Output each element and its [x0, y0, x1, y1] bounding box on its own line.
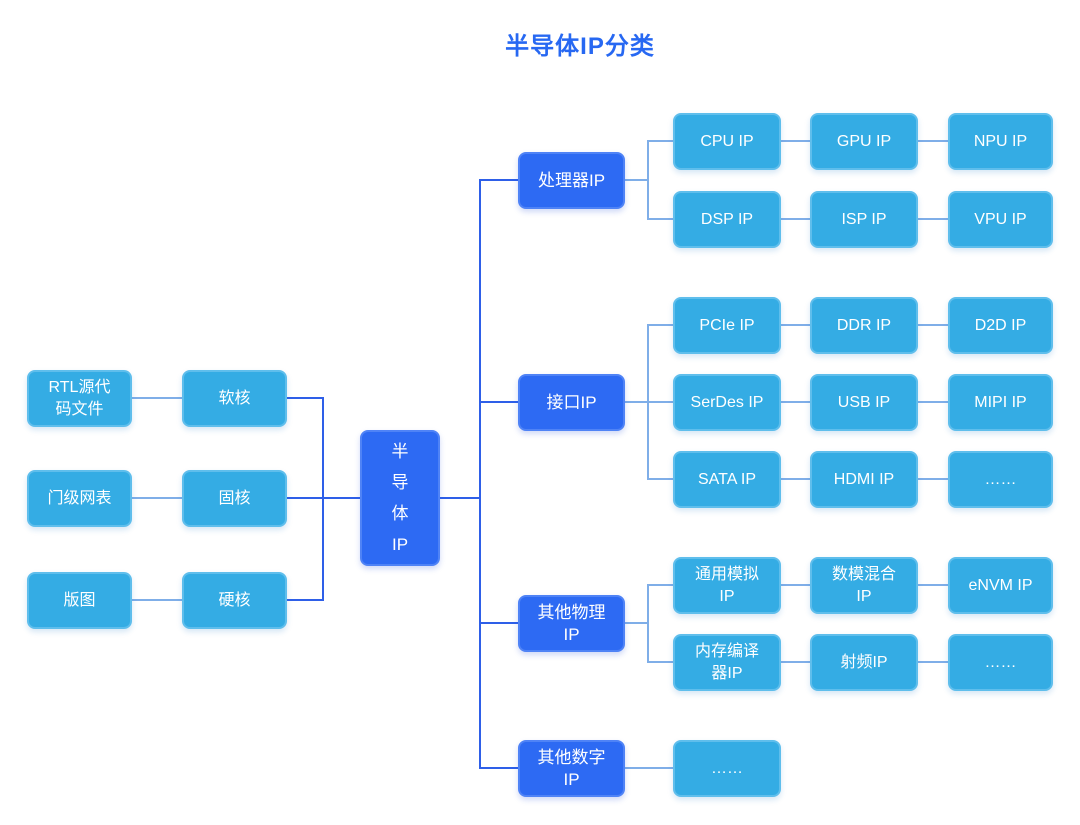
node-semiconductor-ip-root: 半 导 体 IP — [360, 430, 440, 566]
connector-line — [287, 599, 324, 601]
connector-line — [781, 140, 810, 142]
connector-line — [781, 661, 810, 663]
node-pcie-ip: PCIe IP — [673, 297, 781, 354]
diagram-title: 半导体IP分类 — [505, 33, 655, 60]
connector-line — [479, 401, 518, 403]
node-rtl-source-file: RTL源代 码文件 — [27, 370, 132, 427]
connector-line — [648, 661, 673, 663]
node-isp-ip: ISP IP — [810, 191, 918, 248]
connector-line — [918, 478, 948, 480]
node-mipi-ip: MIPI IP — [948, 374, 1053, 431]
connector-line — [479, 179, 518, 181]
connector-line — [647, 324, 649, 480]
connector-line — [322, 397, 324, 601]
connector-line — [648, 584, 673, 586]
connector-line — [625, 179, 648, 181]
node-sata-ip: SATA IP — [673, 451, 781, 508]
node-cpu-ip: CPU IP — [673, 113, 781, 170]
node-layout: 版图 — [27, 572, 132, 629]
node-rf-ip: 射频IP — [810, 634, 918, 691]
connector-line — [648, 218, 673, 220]
connector-line — [287, 397, 324, 399]
connector-line — [918, 140, 948, 142]
connector-line — [625, 401, 673, 403]
node-physical-more: …… — [948, 634, 1053, 691]
connector-line — [781, 478, 810, 480]
connector-line — [440, 497, 480, 499]
node-usb-ip: USB IP — [810, 374, 918, 431]
node-ddr-ip: DDR IP — [810, 297, 918, 354]
node-hdmi-ip: HDMI IP — [810, 451, 918, 508]
connector-line — [132, 497, 182, 499]
node-interface-ip: 接口IP — [518, 374, 625, 431]
connector-line — [781, 218, 810, 220]
connector-line — [287, 497, 362, 499]
connector-line — [918, 218, 948, 220]
node-d2d-ip: D2D IP — [948, 297, 1053, 354]
node-gate-netlist: 门级网表 — [27, 470, 132, 527]
connector-line — [625, 767, 673, 769]
connector-line — [918, 324, 948, 326]
node-soft-core: 软核 — [182, 370, 287, 427]
node-hard-core: 硬核 — [182, 572, 287, 629]
node-memory-compiler-ip: 内存编译 器IP — [673, 634, 781, 691]
connector-line — [781, 401, 810, 403]
node-other-digital-ip: 其他数字 IP — [518, 740, 625, 797]
node-mixed-signal-ip: 数模混合 IP — [810, 557, 918, 614]
connector-line — [132, 397, 182, 399]
connector-line — [132, 599, 182, 601]
node-digital-more: …… — [673, 740, 781, 797]
node-serdes-ip: SerDes IP — [673, 374, 781, 431]
node-general-analog-ip: 通用模拟 IP — [673, 557, 781, 614]
node-vpu-ip: VPU IP — [948, 191, 1053, 248]
node-npu-ip: NPU IP — [948, 113, 1053, 170]
connector-line — [781, 584, 810, 586]
connector-line — [625, 622, 648, 624]
connector-line — [918, 584, 948, 586]
connector-line — [918, 661, 948, 663]
node-interface-more: …… — [948, 451, 1053, 508]
node-dsp-ip: DSP IP — [673, 191, 781, 248]
node-other-physical-ip: 其他物理 IP — [518, 595, 625, 652]
connector-line — [647, 140, 649, 220]
node-processor-ip: 处理器IP — [518, 152, 625, 209]
connector-line — [479, 767, 518, 769]
node-firm-core: 固核 — [182, 470, 287, 527]
connector-line — [648, 140, 673, 142]
connector-line — [918, 401, 948, 403]
connector-line — [648, 478, 673, 480]
connector-line — [479, 622, 518, 624]
connector-line — [647, 584, 649, 663]
connector-line — [781, 324, 810, 326]
connector-line — [648, 324, 673, 326]
connector-line — [479, 179, 481, 769]
node-gpu-ip: GPU IP — [810, 113, 918, 170]
node-envm-ip: eNVM IP — [948, 557, 1053, 614]
